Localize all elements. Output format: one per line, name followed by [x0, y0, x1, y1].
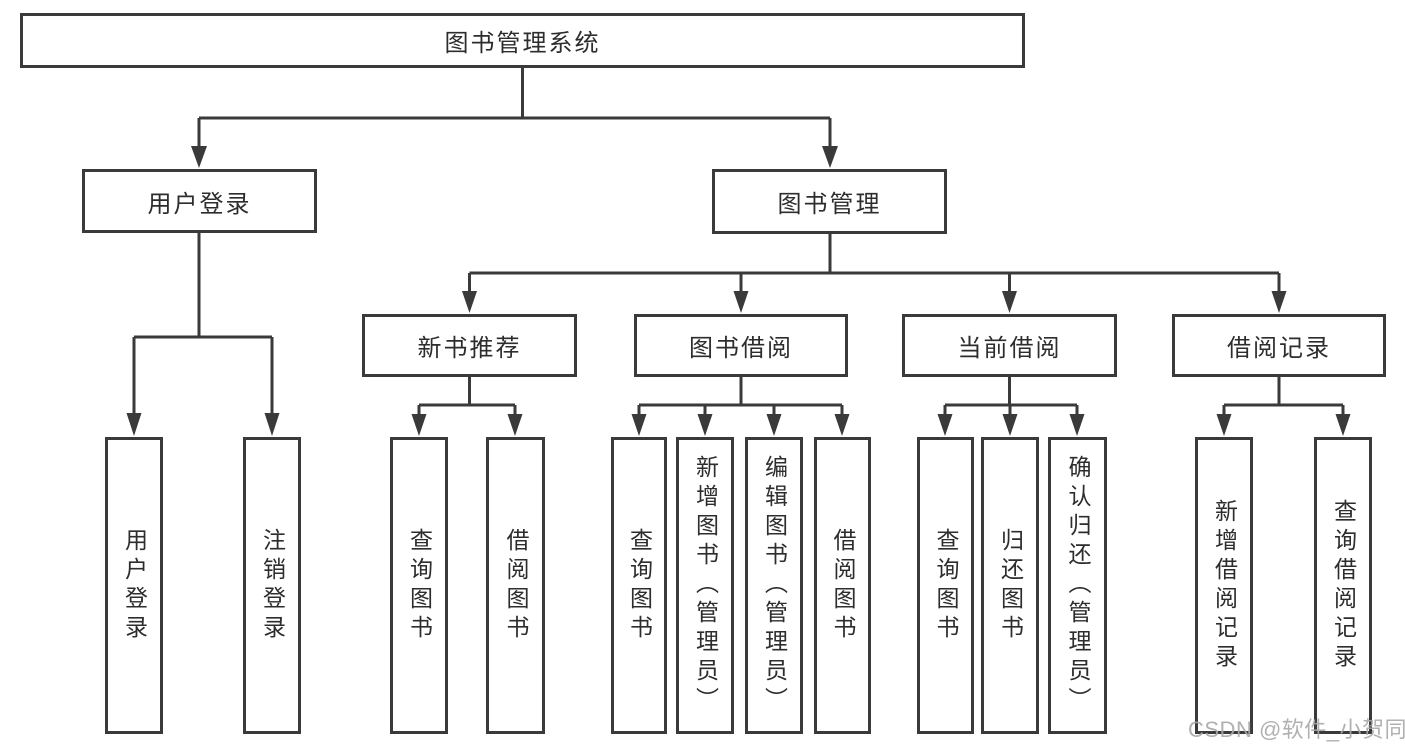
leaf-return-book: 归还图书: [981, 437, 1039, 734]
leaf-label: 查询图书: [626, 527, 653, 644]
connector-current-borrow-to-leaves: [943, 377, 1079, 415]
leaf-label: 新增借阅记录: [1211, 498, 1238, 673]
connector-book-borrow-to-leaves: [637, 377, 844, 415]
leaf-label: 注销登录: [259, 527, 286, 644]
leaf-label: 新增图书（管理员）: [692, 455, 719, 716]
node-new-book-recommend: 新书推荐: [362, 314, 577, 377]
leaf-query-book: 查询图书: [917, 437, 974, 734]
leaf-user-login: 用户登录: [105, 437, 163, 734]
node-book-management: 图书管理: [712, 169, 947, 234]
leaf-label: 确认归还（管理员）: [1065, 455, 1091, 716]
leaf-label: 查询借阅记录: [1330, 498, 1357, 673]
leaf-label: 借阅图书: [830, 527, 856, 644]
connector-borrow-record-to-leaves: [1222, 377, 1345, 415]
leaf-add-book-admin: 新增图书（管理员）: [676, 437, 734, 734]
node-label: 图书管理系统: [444, 30, 601, 57]
node-label: 新书推荐: [417, 335, 522, 362]
connector-user-login-to-leaves: [132, 233, 274, 414]
node-book-borrow: 图书借阅: [634, 314, 848, 377]
arrowheads-book-borrow-leaves: [631, 414, 850, 436]
node-label: 图书管理: [777, 191, 882, 218]
node-label: 当前借阅: [957, 335, 1062, 362]
leaf-label: 查询图书: [406, 527, 433, 644]
node-label: 图书借阅: [689, 335, 793, 362]
arrowheads-borrow-record-leaves: [1216, 414, 1351, 436]
connector-new-book-to-leaves: [417, 377, 517, 415]
arrowheads-new-book-leaves: [411, 414, 523, 436]
arrowheads-current-borrow-leaves: [937, 414, 1085, 436]
leaf-query-borrow-record: 查询借阅记录: [1314, 437, 1372, 734]
leaf-label: 用户登录: [121, 527, 148, 644]
leaf-label: 编辑图书（管理员）: [761, 455, 788, 716]
node-label: 借阅记录: [1227, 335, 1331, 362]
leaf-label: 查询图书: [933, 527, 959, 644]
leaf-label: 借阅图书: [503, 527, 529, 644]
leaf-query-book: 查询图书: [611, 437, 667, 734]
arrowheads-user-login-leaves: [126, 413, 280, 436]
leaf-edit-book-admin: 编辑图书（管理员）: [745, 437, 803, 734]
node-library-management-system: 图书管理系统: [20, 13, 1025, 68]
node-user-login: 用户登录: [82, 169, 317, 233]
connector-book-management-to-level3: [468, 234, 1281, 292]
leaf-add-borrow-record: 新增借阅记录: [1195, 437, 1253, 734]
leaf-borrow-book: 借阅图书: [486, 437, 545, 734]
connector-root-to-level2: [197, 68, 832, 147]
leaf-query-book: 查询图书: [390, 437, 448, 734]
node-borrow-record: 借阅记录: [1172, 314, 1386, 377]
arrowheads-level3: [462, 291, 1287, 313]
leaf-borrow-book: 借阅图书: [814, 437, 871, 734]
leaf-logout: 注销登录: [243, 437, 301, 734]
csdn-watermark: CSDN @软件_小贺同学: [1188, 717, 1405, 742]
node-label: 用户登录: [147, 190, 252, 218]
leaf-confirm-return-admin: 确认归还（管理员）: [1048, 437, 1107, 734]
arrowheads-level2: [191, 146, 838, 168]
node-current-borrow: 当前借阅: [902, 314, 1117, 377]
leaf-label: 归还图书: [997, 527, 1024, 644]
